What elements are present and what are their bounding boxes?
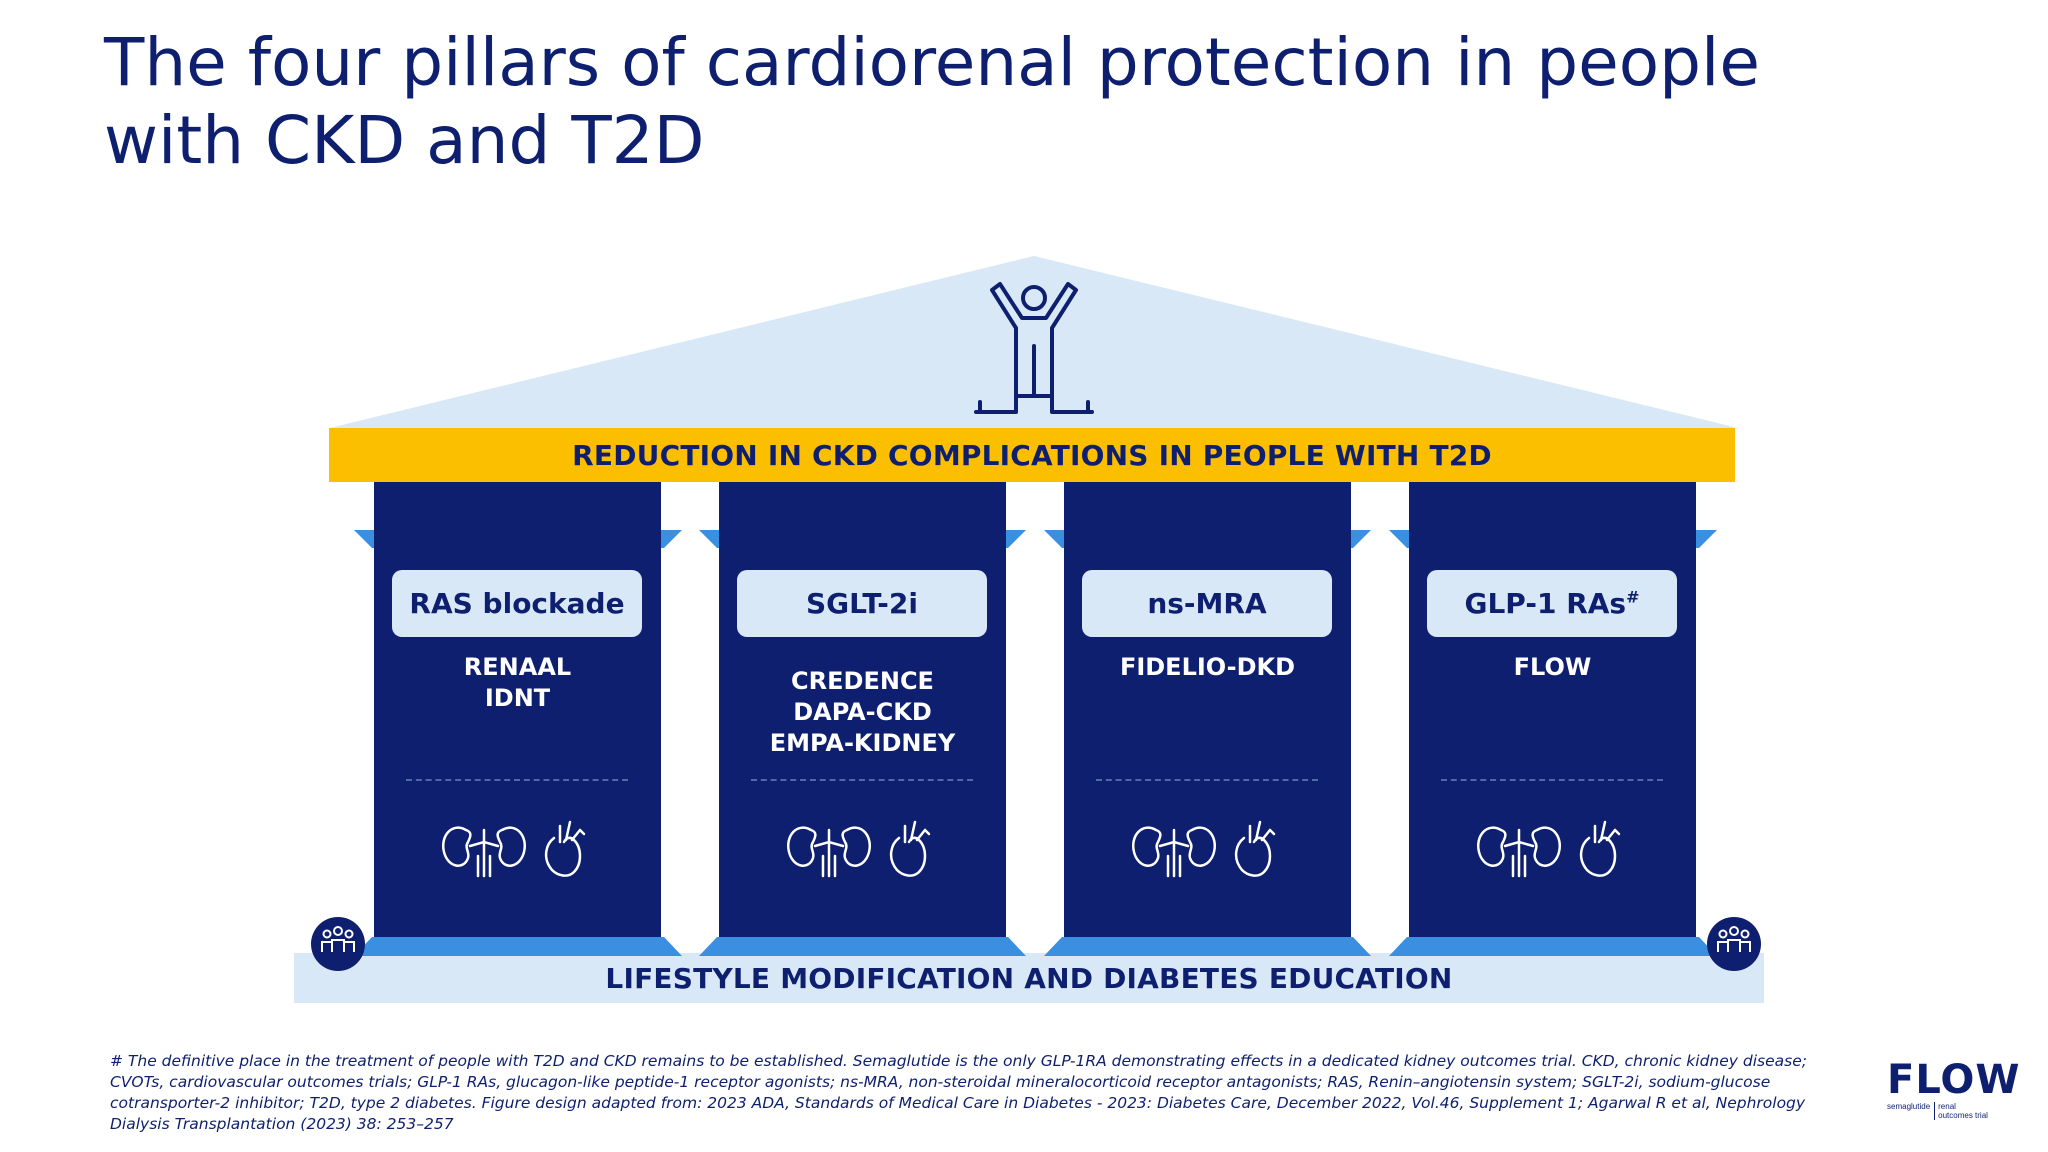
logo-word: FLOW — [1887, 1057, 2021, 1103]
trial-name: IDNT — [484, 684, 551, 712]
heart-icon — [544, 820, 586, 877]
pillar-label-box: ns-MRA — [1082, 570, 1332, 637]
pillar-base-3 — [1044, 937, 1371, 956]
trial-name: DAPA-CKD — [793, 698, 932, 726]
organ-icons — [1476, 820, 1621, 878]
pillar-base-2 — [699, 937, 1026, 956]
pillar-label-box: RAS blockade — [392, 570, 642, 637]
logo-sub-right-2: outcomes trial — [1938, 1111, 1988, 1120]
divider — [406, 779, 628, 781]
kidneys-icon — [441, 826, 527, 878]
logo-subtitle: semaglutide renal outcomes trial — [1887, 1102, 2022, 1120]
pillar-label-box: GLP-1 RAs# — [1427, 570, 1677, 637]
logo-sub-left: semaglutide — [1887, 1102, 1931, 1111]
base-platform — [294, 953, 1764, 1003]
pillar-label: RAS blockade — [409, 587, 625, 620]
pillar-label-text: GLP-1 RAs — [1464, 587, 1627, 620]
pillar-label: ns-MRA — [1147, 587, 1267, 620]
slide-title: The four pillars of cardiorenal protecti… — [104, 24, 1760, 179]
trial-name: CREDENCE — [791, 667, 934, 695]
divider — [1096, 779, 1318, 781]
organ-icons — [1131, 820, 1276, 878]
pillar-label-footnote-mark: # — [1626, 587, 1640, 607]
divider — [751, 779, 973, 781]
roof-band: REDUCTION IN CKD COMPLICATIONS IN PEOPLE… — [329, 428, 1735, 482]
trial-list: FLOW — [1409, 652, 1696, 683]
kidneys-icon — [1476, 826, 1562, 878]
pillar-label: GLP-1 RAs# — [1464, 587, 1639, 620]
footnote: # The definitive place in the treatment … — [110, 1052, 1807, 1133]
divider — [1441, 779, 1663, 781]
person-arms-raised-icon — [974, 282, 1094, 414]
pillar-base-4 — [1389, 937, 1717, 956]
kidneys-icon — [1131, 826, 1217, 878]
pillar-ras-blockade: RAS blockade RENAAL IDNT — [374, 482, 661, 937]
kidneys-icon — [786, 826, 872, 878]
pillar-ns-mra: ns-MRA FIDELIO-DKD — [1064, 482, 1351, 937]
trial-list: FIDELIO-DKD — [1064, 652, 1351, 683]
trial-name: FLOW — [1513, 653, 1592, 681]
logo-sub-right: renal outcomes trial — [1934, 1102, 1988, 1120]
heart-icon — [1579, 820, 1621, 877]
base-label: LIFESTYLE MODIFICATION AND DIABETES EDUC… — [605, 961, 1453, 995]
trial-name: EMPA-KIDNEY — [769, 729, 956, 757]
trial-list: RENAAL IDNT — [374, 652, 661, 714]
people-group-icon-left — [311, 917, 365, 971]
pillar-sglt2i: SGLT-2i CREDENCE DAPA-CKD EMPA-KIDNEY — [719, 482, 1006, 937]
pillar-glp1-ras: GLP-1 RAs# FLOW — [1409, 482, 1696, 937]
pillar-label-box: SGLT-2i — [737, 570, 987, 637]
people-group-icon-right — [1707, 917, 1761, 971]
roof-label: REDUCTION IN CKD COMPLICATIONS IN PEOPLE… — [572, 438, 1492, 472]
organ-icons — [441, 820, 586, 878]
roof-triangle — [330, 256, 1738, 428]
heart-icon — [1234, 820, 1276, 877]
logo-sub-right-1: renal — [1938, 1102, 1956, 1111]
base-band: LIFESTYLE MODIFICATION AND DIABETES EDUC… — [294, 953, 1764, 1003]
trial-list: CREDENCE DAPA-CKD EMPA-KIDNEY — [719, 666, 1006, 759]
organ-icons — [786, 820, 931, 878]
trial-name: RENAAL — [463, 653, 572, 681]
pillar-base-1 — [354, 937, 682, 956]
flow-logo: FLOW semaglutide renal outcomes trial — [1887, 1058, 2022, 1126]
heart-icon — [889, 820, 931, 877]
trial-name: FIDELIO-DKD — [1119, 653, 1296, 681]
pillar-label: SGLT-2i — [805, 587, 919, 620]
